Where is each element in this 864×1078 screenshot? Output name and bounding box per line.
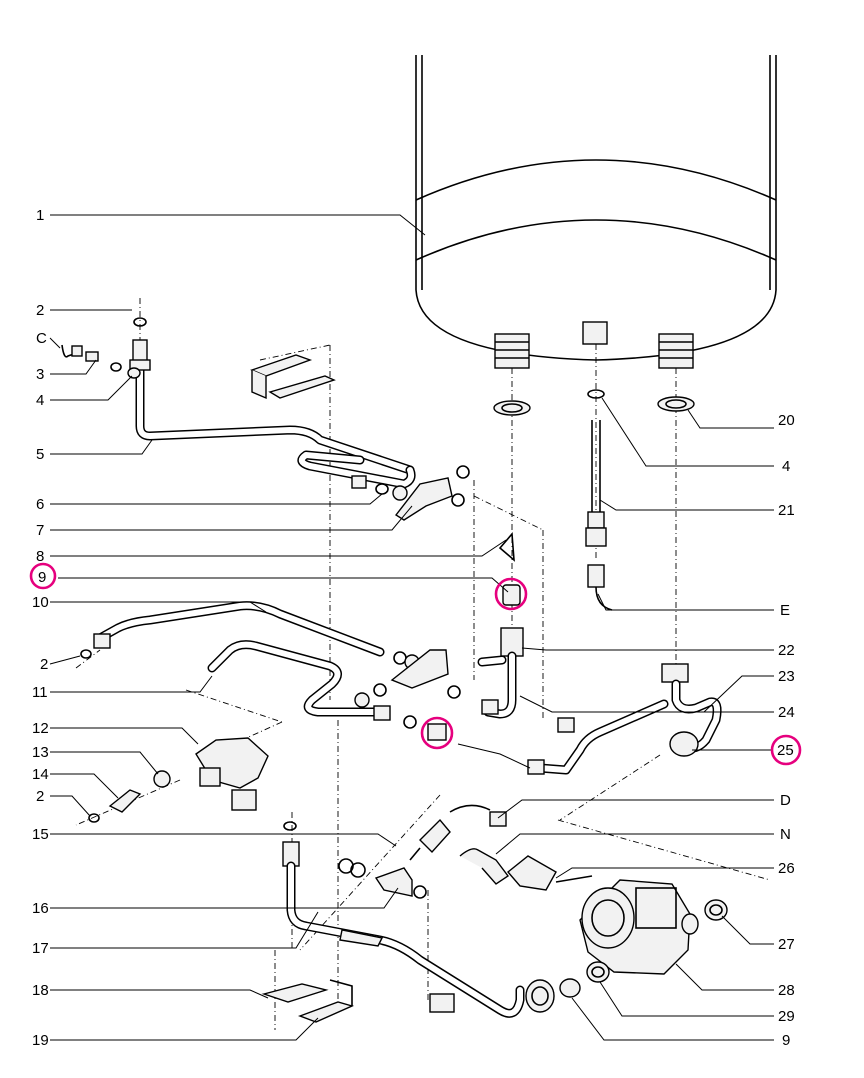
callout-14: 14 [32, 766, 49, 783]
callout-8: 8 [36, 548, 44, 565]
highlight-circle-part-25-label [770, 734, 802, 766]
callout-10: 10 [32, 594, 49, 611]
callout-n: N [780, 826, 791, 843]
callout-labels-right: 20 4 21 E 22 23 24 25 D N 26 27 28 29 9 [777, 412, 795, 1049]
callout-1: 1 [36, 207, 44, 224]
leader-lines [49, 214, 774, 1041]
callout-29: 29 [778, 1008, 795, 1025]
callout-28: 28 [778, 982, 795, 999]
callout-13: 13 [32, 744, 49, 761]
callout-2-b: 2 [40, 656, 48, 673]
callout-11: 11 [32, 684, 48, 701]
callout-5: 5 [36, 446, 44, 463]
sensor-21 [585, 389, 613, 611]
callout-27: 27 [778, 936, 795, 953]
pump-28 [525, 879, 728, 1013]
pipe-17 [282, 821, 525, 1018]
washers-top [493, 396, 695, 416]
brackets-bottom [261, 979, 355, 1023]
callout-18: 18 [32, 982, 49, 999]
highlight-circle-part-9-label [29, 562, 57, 590]
callout-17: 17 [32, 940, 49, 957]
callout-25-highlighted: 25 [777, 742, 794, 759]
assembly-axis-lines [75, 298, 771, 1030]
callout-12: 12 [32, 720, 49, 737]
highlight-circle-part-25 [420, 716, 454, 750]
callout-19: 19 [32, 1032, 49, 1049]
small-parts-top-left [61, 317, 470, 521]
fittings-15-16 [338, 804, 491, 899]
mounting-bracket-top [250, 354, 336, 400]
highlight-circle-part-9 [494, 577, 528, 611]
callout-labels-left: 1 2 C 3 4 5 6 7 8 9 10 2 11 12 13 14 2 1… [32, 207, 49, 1049]
callout-2-c: 2 [36, 788, 44, 805]
callout-3: 3 [36, 366, 44, 383]
callout-d: D [780, 792, 791, 809]
callout-c: C [36, 330, 47, 347]
pipe-11 [207, 640, 499, 729]
callout-16: 16 [32, 900, 49, 917]
callout-20: 20 [778, 412, 795, 429]
callout-4-b: 4 [782, 458, 790, 475]
callout-15: 15 [32, 826, 49, 843]
pipe-23-24 [427, 663, 722, 775]
pipe-10 [80, 601, 420, 670]
callout-21: 21 [778, 502, 795, 519]
callout-24: 24 [778, 704, 795, 721]
callout-6: 6 [36, 496, 44, 513]
callout-22: 22 [778, 642, 795, 659]
callout-2: 2 [36, 302, 44, 319]
pipe-5 [129, 339, 416, 489]
callout-4: 4 [36, 392, 44, 409]
callout-23: 23 [778, 668, 795, 685]
valve-group [88, 737, 269, 823]
callout-9-b: 9 [782, 1032, 790, 1049]
callout-e: E [780, 602, 790, 619]
callout-26: 26 [778, 860, 795, 877]
fittings-center [477, 532, 524, 719]
connectors [459, 811, 593, 891]
callout-9-highlighted: 9 [38, 569, 46, 586]
callout-7: 7 [36, 522, 44, 539]
hot-water-tank [415, 55, 777, 369]
